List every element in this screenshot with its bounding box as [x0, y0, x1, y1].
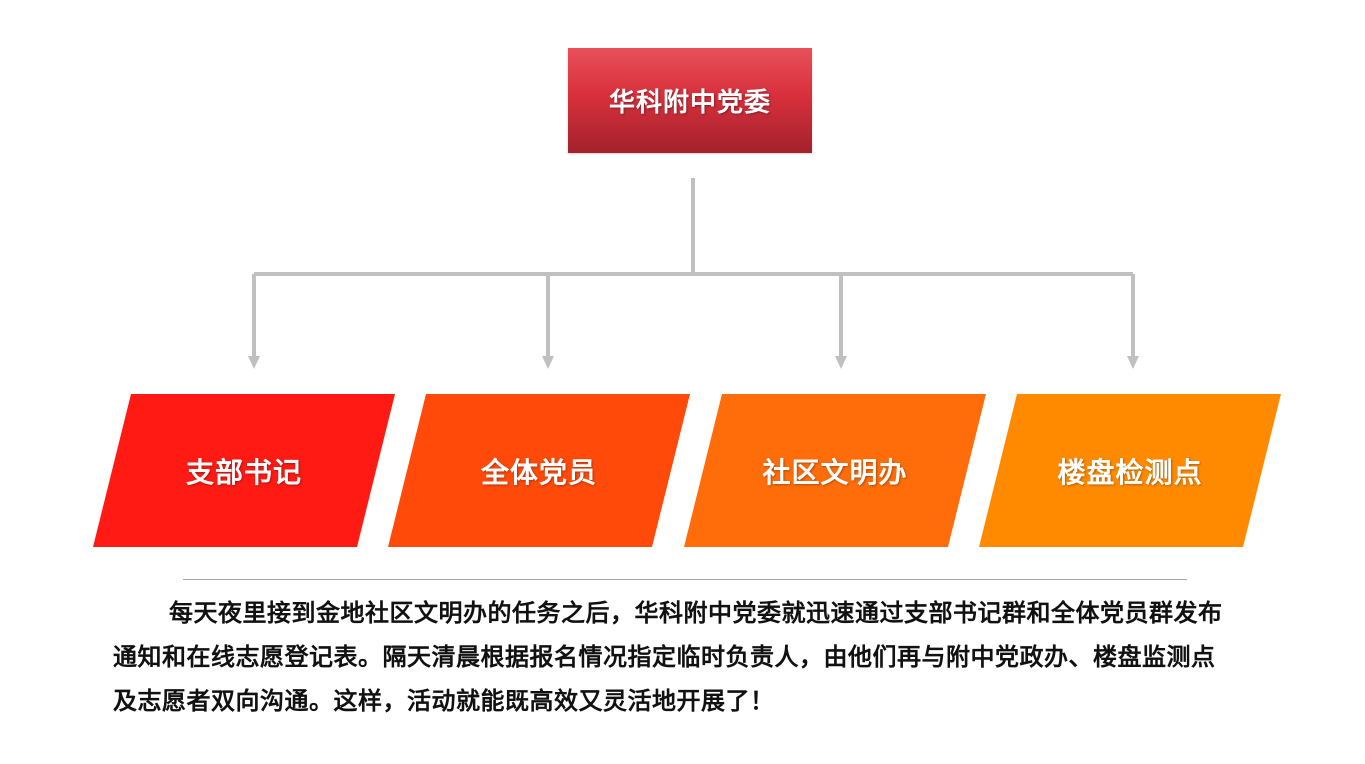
arrow-head-1	[248, 356, 260, 369]
description-paragraph: 每天夜里接到金地社区文明办的任务之后，华科附中党委就迅速通过支部书记群和全体党员…	[113, 599, 1223, 715]
top-node-label: 华科附中党委	[608, 88, 771, 118]
child-node-community-office: 社区文明办	[684, 394, 986, 547]
child-node-building-checkpoint: 楼盘检测点	[979, 394, 1281, 547]
arrow-head-3	[835, 356, 847, 369]
divider-line	[183, 579, 1187, 580]
child-node-label: 社区文明办	[762, 455, 908, 489]
child-node-shape	[684, 394, 986, 547]
child-node-label: 楼盘检测点	[1057, 455, 1203, 489]
child-node-label: 全体党员	[480, 455, 597, 489]
top-node-party-committee: 华科附中党委	[568, 48, 812, 153]
child-node-shape	[388, 394, 690, 547]
arrow-head-2	[542, 356, 554, 369]
child-node-all-members: 全体党员	[388, 394, 690, 547]
child-node-shape	[93, 394, 395, 547]
child-node-branch-secretary: 支部书记	[93, 394, 395, 547]
child-node-shape	[979, 394, 1281, 547]
child-node-label: 支部书记	[185, 455, 302, 489]
arrow-head-4	[1127, 356, 1139, 369]
